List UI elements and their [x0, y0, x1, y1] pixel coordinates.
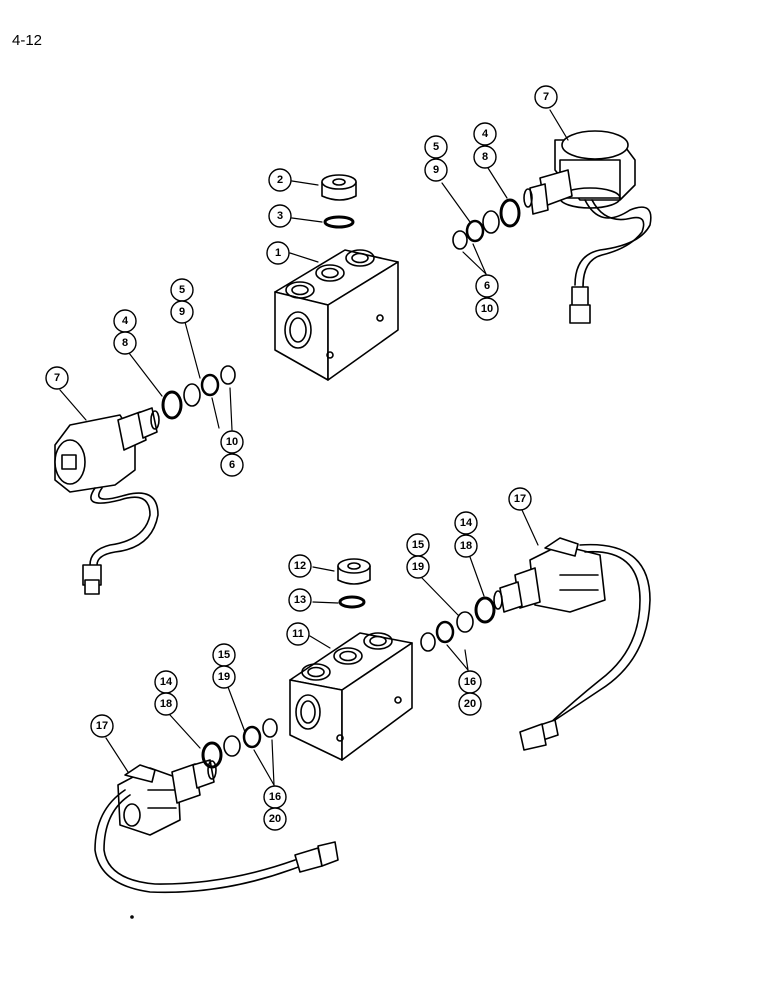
- callout-17-right: 17: [514, 493, 526, 505]
- valve-body-lower: [289, 632, 413, 761]
- backup-ring-20-right: [420, 632, 436, 652]
- callout-numbers: 2 3 1 4 8 5 9 6 10 7 4 8 5 9 10 6 7 12 1…: [54, 91, 549, 825]
- callout-18-left: 18: [160, 698, 172, 710]
- callout-16-left: 16: [269, 791, 281, 803]
- callout-6-left: 6: [229, 459, 235, 471]
- callout-3: 3: [277, 210, 283, 222]
- plug-12: [337, 558, 371, 585]
- callout-14-left: 14: [160, 676, 173, 688]
- o-ring-13: [338, 595, 366, 609]
- callout-8-upper: 8: [482, 151, 488, 163]
- callout-15-left: 15: [218, 649, 230, 661]
- o-ring-6-upper: [465, 219, 485, 243]
- callout-17-left: 17: [96, 720, 108, 732]
- backup-ring-9-upper: [482, 210, 500, 234]
- callout-10-upper: 10: [481, 303, 493, 315]
- o-ring-16-right: [435, 620, 455, 644]
- o-ring-8-left: [161, 390, 183, 420]
- callout-19-left: 19: [218, 671, 230, 683]
- o-ring-6-left: [200, 373, 220, 397]
- callout-4-upper: 4: [482, 128, 489, 140]
- solenoid-upper-right: [523, 130, 652, 324]
- callout-20-right: 20: [464, 698, 476, 710]
- callout-19-right: 19: [412, 561, 424, 573]
- valve-body-upper: [274, 249, 399, 381]
- backup-ring-19-right: [456, 611, 474, 633]
- callout-13: 13: [294, 594, 306, 606]
- leader-lines: [59, 109, 569, 786]
- callout-7-left: 7: [54, 372, 60, 384]
- backup-ring-19-left: [223, 735, 241, 757]
- callout-6-upper: 6: [484, 280, 490, 292]
- callout-bubbles: [45, 85, 558, 831]
- backup-ring-10-upper: [452, 230, 468, 250]
- callout-9-left: 9: [179, 306, 185, 318]
- o-ring-18-right: [474, 596, 496, 624]
- callout-20-left: 20: [269, 813, 281, 825]
- backup-ring-20-left: [262, 718, 278, 738]
- callout-16-right: 16: [464, 676, 476, 688]
- callout-10-left: 10: [226, 436, 238, 448]
- backup-ring-10-left: [220, 365, 236, 385]
- o-ring-8-upper: [499, 198, 521, 228]
- callout-5-upper: 5: [433, 141, 439, 153]
- callout-14-right: 14: [460, 517, 473, 529]
- callout-1: 1: [275, 247, 281, 259]
- solenoid-left: [54, 407, 160, 595]
- backup-ring-9-left: [183, 383, 201, 407]
- callout-12: 12: [294, 560, 306, 572]
- callout-11: 11: [292, 628, 304, 640]
- callout-4-left: 4: [122, 315, 129, 327]
- o-ring-3: [323, 215, 355, 229]
- page-number: 4-12: [12, 32, 43, 49]
- solenoid-lower-left: [94, 759, 339, 919]
- o-ring-18-left: [201, 741, 223, 769]
- callout-9-upper: 9: [433, 164, 439, 176]
- callout-15-right: 15: [412, 539, 424, 551]
- callout-7-upper: 7: [543, 91, 549, 103]
- plug-2: [321, 174, 357, 201]
- o-ring-16-left: [242, 725, 262, 749]
- callout-2: 2: [277, 174, 283, 186]
- callout-18-right: 18: [460, 540, 472, 552]
- solenoid-lower-right: [493, 537, 651, 751]
- callout-5-left: 5: [179, 284, 185, 296]
- callout-8-left: 8: [122, 337, 128, 349]
